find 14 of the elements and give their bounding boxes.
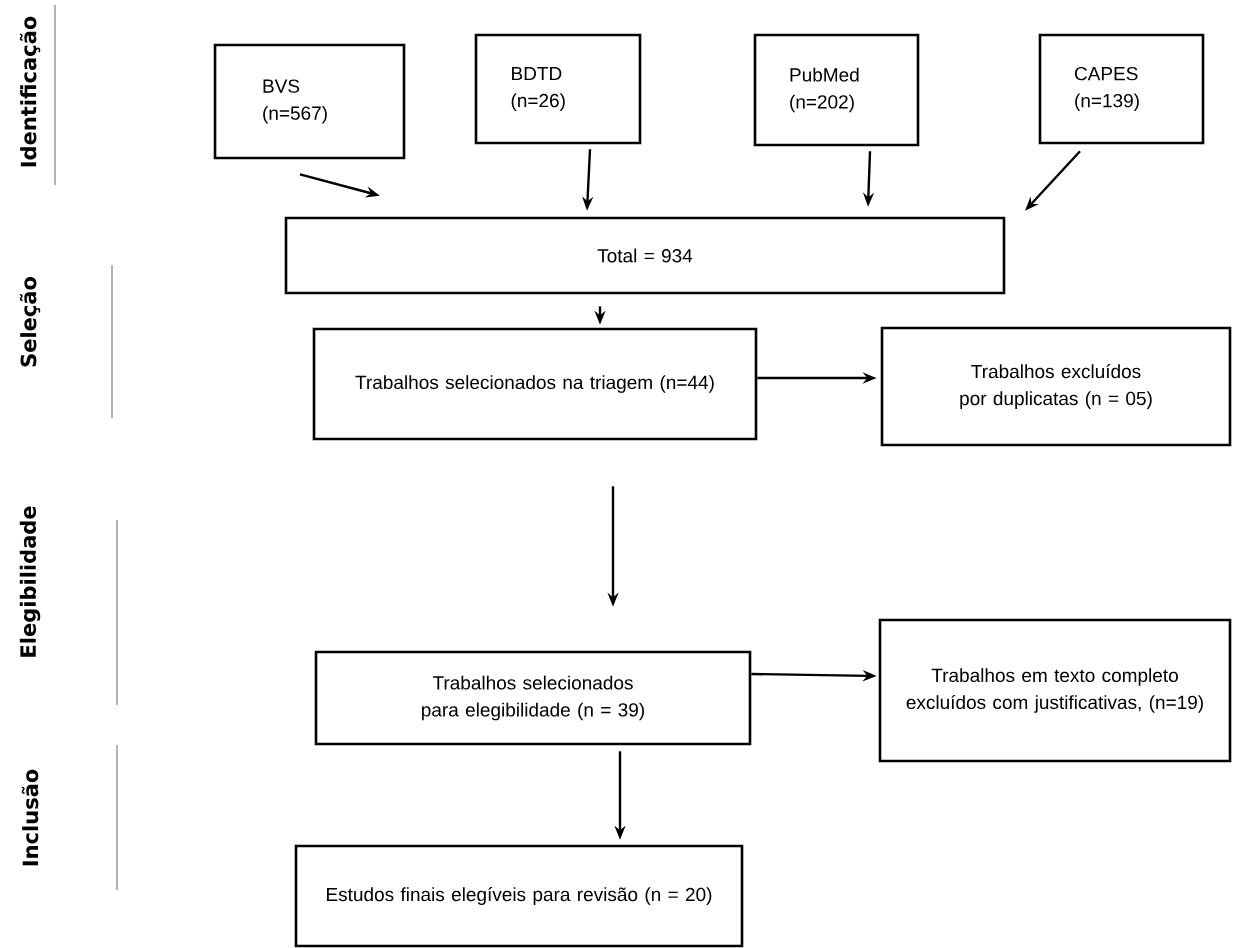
process-box: Trabalhos selecionados na triagem (n=44) xyxy=(312,327,758,441)
process-box: Trabalhos selecionados para elegibilidade (n = 39) xyxy=(314,650,752,746)
stage-label: Seleção xyxy=(19,277,41,367)
process-box: Trabalhos em texto completo excluídos com justificativas, (n=19) xyxy=(878,618,1232,763)
process-box: BDTD (n=26) xyxy=(474,33,642,145)
process-box: Trabalhos excluídos por duplicatas (n = 05) xyxy=(880,326,1232,447)
process-box: BVS (n=567) xyxy=(213,43,406,160)
process-box: CAPES (n=139) xyxy=(1038,33,1205,145)
stage-label: Elegibilidade xyxy=(19,506,41,657)
process-box: Total = 934 xyxy=(284,216,1006,295)
stage-label: Identificação xyxy=(19,16,41,167)
process-box: PubMed (n=202) xyxy=(753,33,920,147)
stage-label: Inclusão xyxy=(21,769,39,866)
process-box: Estudos finais elegíveis para revisão (n = 20) xyxy=(294,844,744,948)
